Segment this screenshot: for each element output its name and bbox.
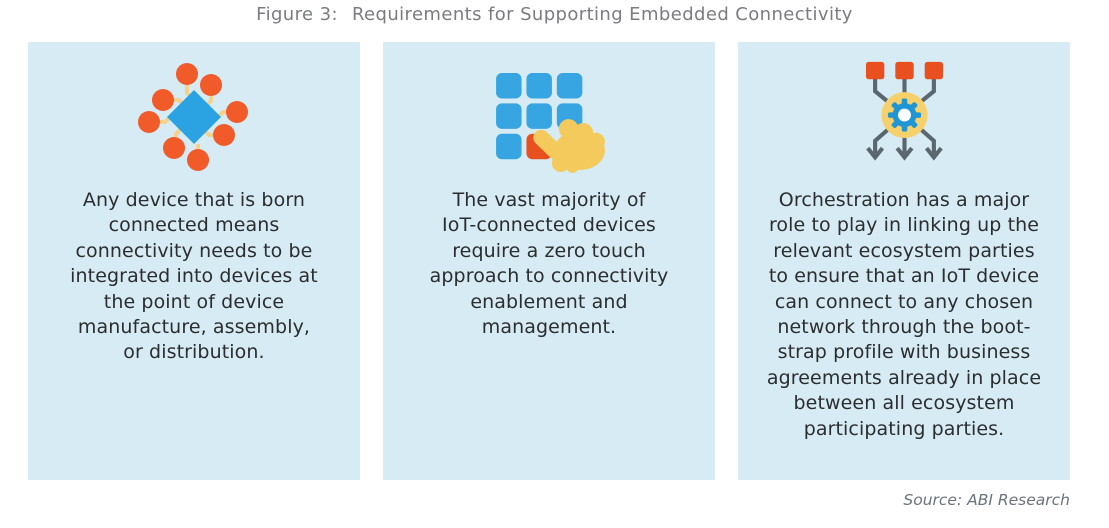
orchestration-gear-icon [865,61,943,161]
card-text: Orchestration has a major role to play i… [766,189,1042,440]
card-text: Any device that is born connected means … [70,189,318,364]
requirements-cards: Any device that is born connected means … [28,42,1070,480]
card-orchestration: Orchestration has a major role to play i… [738,42,1070,480]
keypad-touch-icon [496,73,605,173]
figure-label: Figure 3: [256,4,338,25]
chip-network-icon [138,63,248,171]
card-born-connected: Any device that is born connected means … [28,42,360,480]
card-icon-area [488,60,610,173]
source-caption: Source: ABI Research [903,491,1070,509]
figure-title: Figure 3: Requirements for Supporting Emb… [0,4,1109,25]
figure-title-text: Requirements for Supporting Embedded Con… [351,4,853,25]
card-icon-area [138,60,250,172]
card-text: The vast majority of IoT-connected devic… [429,189,669,339]
card-zero-touch: The vast majority of IoT-connected devic… [383,42,715,480]
card-icon-area [854,60,955,172]
